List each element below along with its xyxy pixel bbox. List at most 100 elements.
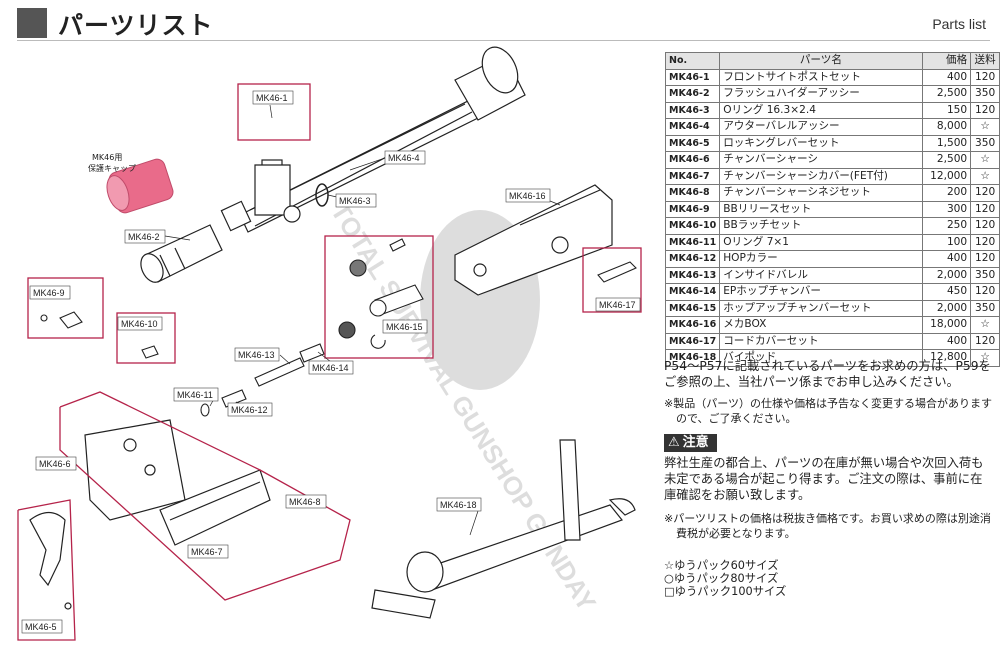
cell-name: フラッシュハイダーアッシー [719, 85, 923, 103]
cell-no: MK46-14 [664, 283, 721, 301]
shipping-legend-item: □ゆうパック100サイズ [664, 585, 787, 598]
col-header-name: パーツ名 [719, 52, 923, 70]
label-mk46-11: MK46-11 [177, 390, 213, 400]
caution-heading: ⚠注意 [664, 434, 717, 452]
label-mk46-4: MK46-4 [388, 153, 420, 163]
cell-price: 2,000 [921, 299, 972, 317]
cell-shipping: ☆ [970, 316, 1000, 334]
cell-name: ロッキングレバーセット [719, 134, 923, 152]
cell-name: インサイドバレル [719, 266, 923, 284]
col-header-shipping: 送料 [970, 52, 1000, 70]
shipping-legend-item: ☆ゆうパック60サイズ [664, 559, 779, 572]
cell-no: MK46-3 [664, 101, 721, 119]
label-mk46-14: MK46-14 [312, 363, 349, 373]
cell-no: MK46-11 [664, 233, 721, 251]
cell-shipping: 120 [970, 68, 1000, 86]
cell-name: アウターバレルアッシー [719, 118, 923, 136]
cell-name: フロントサイトポストセット [719, 68, 923, 86]
cell-name: バイポッド [719, 349, 923, 367]
cell-shipping: ☆ [970, 167, 1000, 185]
cell-name: Oリング 16.3×2.4 [719, 101, 923, 119]
cell-shipping: ☆ [970, 349, 1000, 367]
cell-name: チャンバーシャーシネジセット [719, 184, 923, 202]
cell-shipping: 120 [970, 101, 1000, 119]
page-title-en: Parts list [932, 16, 986, 32]
shipping-legend-item: ○ゆうパック80サイズ [664, 572, 779, 585]
cell-no: MK46-18 [664, 349, 721, 367]
label-mk46-15: MK46-15 [386, 322, 423, 332]
cap-label-line2: 保護キャップ [88, 163, 136, 173]
cell-shipping: 350 [970, 134, 1000, 152]
cell-price: 2,500 [921, 85, 972, 103]
outer-barrel [220, 46, 526, 233]
flash-hider [140, 224, 223, 283]
cell-no: MK46-16 [664, 316, 721, 334]
cell-price: 18,000 [921, 316, 972, 334]
cell-shipping: ☆ [970, 118, 1000, 136]
cell-shipping: 120 [970, 200, 1000, 218]
shipping-legend: ☆ゆうパック60サイズ ○ゆうパック80サイズ □ゆうパック100サイズ [664, 559, 994, 598]
cell-shipping: 350 [970, 266, 1000, 284]
header-rule [17, 40, 990, 41]
hop-chamber-parts [338, 238, 424, 349]
cell-no: MK46-13 [664, 266, 721, 284]
label-mk46-16: MK46-16 [509, 191, 546, 201]
cap-label-line1: MK46用 [92, 153, 122, 162]
cell-name: メカBOX [719, 316, 923, 334]
caution-title: 注意 [682, 435, 709, 450]
cell-price: 400 [921, 332, 972, 350]
page-title: パーツリスト [58, 11, 214, 40]
cell-price: 1,500 [921, 134, 972, 152]
cell-no: MK46-1 [664, 68, 721, 86]
cell-price: 12,000 [921, 167, 972, 185]
cell-no: MK46-9 [664, 200, 721, 218]
cell-no: MK46-15 [664, 299, 721, 317]
caution-text: 弊社生産の都合上、パーツの在庫が無い場合や次回入荷も未定である場合が起こり得ます… [664, 456, 984, 502]
cell-no: MK46-2 [664, 85, 721, 103]
spec-change-note: ※製品（パーツ）の仕様や価格は予告なく変更する場合がありますので、ご了承ください… [664, 397, 992, 425]
cell-shipping: 120 [970, 217, 1000, 235]
cell-name: チャンバーシャーシカバー(FET付) [719, 167, 923, 185]
cell-name: BBラッチセット [719, 217, 923, 235]
callout-boxes [17, 83, 642, 641]
col-header-no: No. [664, 52, 721, 70]
bipod [371, 439, 636, 619]
cell-price: 12,800 [921, 349, 972, 367]
cell-no: MK46-6 [664, 151, 721, 169]
bb-release-parts [40, 311, 159, 359]
warning-icon: ⚠ [668, 435, 680, 450]
header-square [17, 8, 47, 38]
cell-name: HOPカラー [719, 250, 923, 268]
exploded-parts-diagram: TOTAL SURVIVAL GUNSHOP GUNDAY MK46用 保護キャ… [17, 46, 642, 641]
mech-box [454, 184, 613, 296]
cell-shipping: 120 [970, 250, 1000, 268]
cell-shipping: 350 [970, 85, 1000, 103]
order-note: P54～P57に記載されているパーツをお求めの方は、P59をご参照の上、当社パー… [664, 359, 991, 389]
label-mk46-5: MK46-5 [25, 622, 57, 632]
cell-name: ホップアップチャンバーセット [719, 299, 923, 317]
cell-price: 400 [921, 250, 972, 268]
protective-cap [106, 158, 174, 214]
table-header-row: No. パーツ名 価格 送料 [664, 52, 1000, 70]
chamber-chassis [84, 419, 271, 546]
label-mk46-9: MK46-9 [33, 288, 65, 298]
cord-cover [597, 261, 637, 283]
cell-price: 2,000 [921, 266, 972, 284]
cell-price: 250 [921, 217, 972, 235]
cell-shipping: 350 [970, 299, 1000, 317]
label-mk46-13: MK46-13 [238, 350, 275, 360]
